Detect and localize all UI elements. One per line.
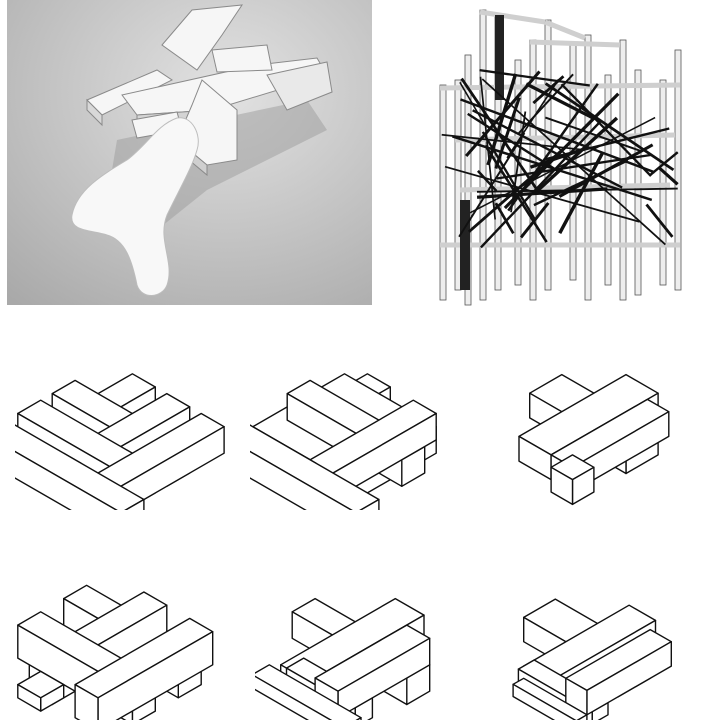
- iso-block: [255, 664, 362, 720]
- scaffold-pole: [514, 59, 522, 286]
- scaffold-cable: [444, 165, 640, 223]
- scaffold-cable: [545, 116, 642, 153]
- scaffold-pole: [479, 9, 487, 301]
- scaffold-cable: [532, 75, 565, 105]
- scaffold-cable: [560, 83, 652, 177]
- scaffold-cable: [645, 203, 674, 238]
- iso-block: [314, 624, 431, 719]
- iso-block: [512, 677, 588, 720]
- scaffold-cable: [441, 133, 581, 151]
- scaffold-pole: [439, 84, 447, 301]
- scaffold-cable: [480, 119, 603, 249]
- scaffold-beam: [544, 19, 586, 41]
- scaffold-panel: [495, 15, 504, 100]
- scaffold-cable: [477, 170, 498, 192]
- iso-diagram-6: [500, 580, 707, 720]
- scaffold-pole: [659, 79, 667, 286]
- iso-diagram-3: [495, 360, 705, 510]
- scaffold-cable: [558, 151, 605, 234]
- scaffold-beam: [439, 82, 681, 91]
- iso-diagram-5: [255, 580, 480, 720]
- scaffold-pole: [454, 79, 462, 291]
- scaffold-cable: [494, 202, 515, 235]
- scaffold-beam: [479, 9, 546, 25]
- scaffold-cable: [533, 159, 629, 207]
- scaffold-panel: [460, 200, 470, 290]
- iso-block: [565, 628, 673, 716]
- scaffold-cable: [506, 78, 560, 159]
- iso-block: [15, 424, 145, 510]
- scaffold-pole: [464, 54, 472, 306]
- scaffold-render: [420, 0, 700, 312]
- scaffold-pole: [634, 69, 642, 296]
- iso-diagram-2: [250, 360, 475, 510]
- iso-block: [550, 454, 595, 506]
- scaffold-cable: [481, 131, 536, 221]
- scaffold-cable: [544, 82, 675, 172]
- scaffold-cable: [510, 111, 527, 213]
- scaffold-beam: [529, 39, 621, 48]
- model-photo: [7, 0, 372, 305]
- scaffold-cable: [494, 97, 521, 169]
- scaffold-cable: [476, 187, 678, 193]
- scaffold-cable: [519, 202, 550, 239]
- iso-block: [74, 617, 214, 720]
- scaffold-pole: [619, 39, 627, 301]
- iso-block: [17, 670, 65, 712]
- iso-diagram-1: [15, 360, 240, 510]
- scaffold-cable: [658, 166, 679, 186]
- iso-diagram-4: [15, 580, 240, 720]
- scaffold-cable: [533, 116, 619, 195]
- scaffold-cable: [525, 82, 595, 120]
- scaffold-cable: [460, 77, 541, 194]
- scaffold-pole: [674, 49, 682, 291]
- scaffold-cable: [459, 98, 656, 174]
- iso-block: [250, 424, 380, 510]
